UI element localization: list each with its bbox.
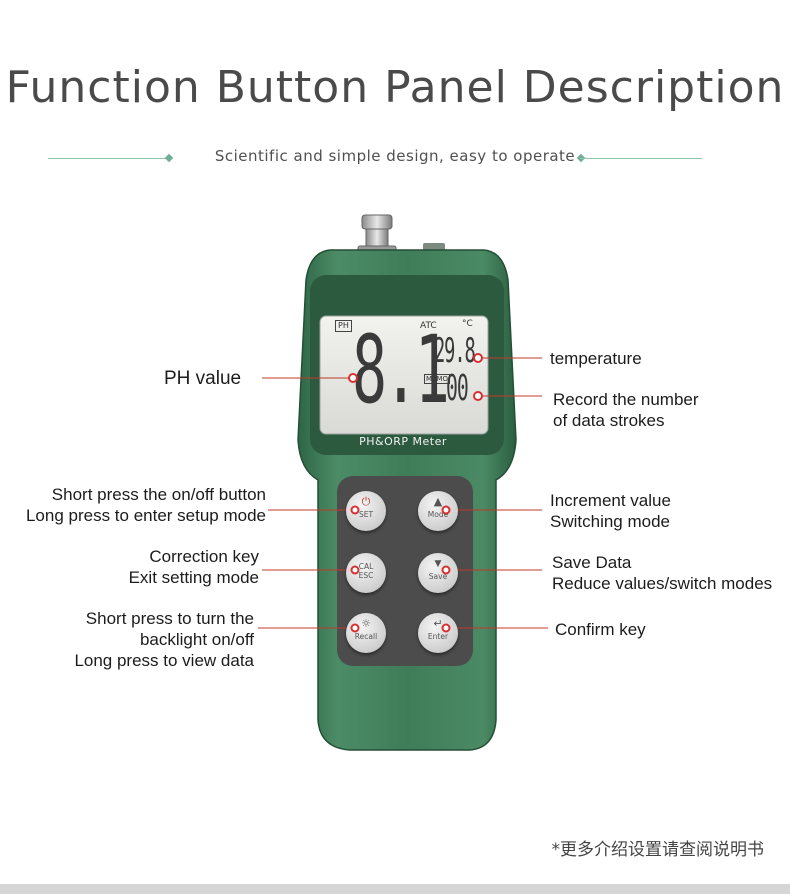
save-button[interactable]: ▼ Save [418,553,458,593]
power-icon: ⏻ [361,495,371,508]
mode-annotation: Increment value Switching mode [550,490,671,532]
up-arrow-icon: ▲ [433,495,443,508]
set-button[interactable]: ⏻ SET [346,491,386,531]
lcd-memo-tag: MEMO [424,374,451,384]
footnote: *更多介绍设置请查阅说明书 [551,840,765,860]
mode-button[interactable]: ▲ Mode [418,491,458,531]
cal-button-label: CAL [358,562,374,571]
enter-annotation: Confirm key [555,620,646,639]
recall-button[interactable]: ☼ Recall [346,613,386,653]
enter-icon: ↵ [433,617,443,630]
recall-annotation-line1: Short press to turn the [85,609,254,628]
recall-annotation-line3: Long press to view data [74,651,254,670]
subtitle-divider-right [580,158,702,159]
cal-annotation-line2: Exit setting mode [128,568,259,587]
bottom-bar [0,884,790,894]
mode-annotation-line1: Increment value [550,491,671,510]
lcd-atc-label: ATC [420,321,437,331]
ph-value-annotation: PH value [164,368,242,389]
record-annotation-line2: of data strokes [553,411,665,430]
lcd-mode-tag: PH [335,320,352,332]
temperature-annotation: temperature [550,349,642,368]
enter-button-label: Enter [427,632,449,641]
lcd-screen [319,315,489,435]
device-name: PH&ORP Meter [359,435,447,448]
recall-annotation-line2: backlight on/off [139,630,254,649]
set-annotation: Short press the on/off button Long press… [6,484,266,526]
lcd-temp-unit: °C [462,319,473,329]
set-button-label: SET [358,510,374,519]
save-annotation-line2: Reduce values/switch modes [552,574,773,593]
lcd-temp-reading: 29.8 [434,331,476,371]
backlight-icon: ☼ [361,617,371,630]
enter-button[interactable]: ↵ Enter [418,613,458,653]
save-annotation-line1: Save Data [552,553,632,572]
lcd-ph-reading: 8.1 [352,316,450,425]
record-annotation: Record the number of data strokes [553,389,699,431]
subtitle-divider-left [48,158,170,159]
subtitle: Scientific and simple design, easy to op… [214,147,576,165]
lcd-record-count: 00 [446,368,469,409]
recall-annotation: Short press to turn the backlight on/off… [40,608,254,671]
down-arrow-icon: ▼ [434,559,442,569]
cal-annotation-line1: Correction key [149,547,259,566]
subtitle-row: Scientific and simple design, easy to op… [0,147,790,171]
probe-connector [357,214,445,255]
save-annotation: Save Data Reduce values/switch modes [552,552,788,594]
set-annotation-line2: Long press to enter setup mode [25,506,266,525]
set-annotation-line1: Short press the on/off button [51,485,266,504]
cal-annotation: Correction key Exit setting mode [60,546,259,588]
esc-button-label: ESC [358,571,374,580]
cal-esc-button[interactable]: CAL ESC [346,553,386,593]
mode-button-label: Mode [427,510,449,519]
mode-annotation-line2: Switching mode [550,512,671,531]
recall-button-label: Recall [354,632,378,641]
leader-lines [258,357,548,629]
record-annotation-line1: Record the number [553,390,699,409]
page-title: Function Button Panel Description [5,62,785,113]
save-button-label: Save [428,572,448,581]
